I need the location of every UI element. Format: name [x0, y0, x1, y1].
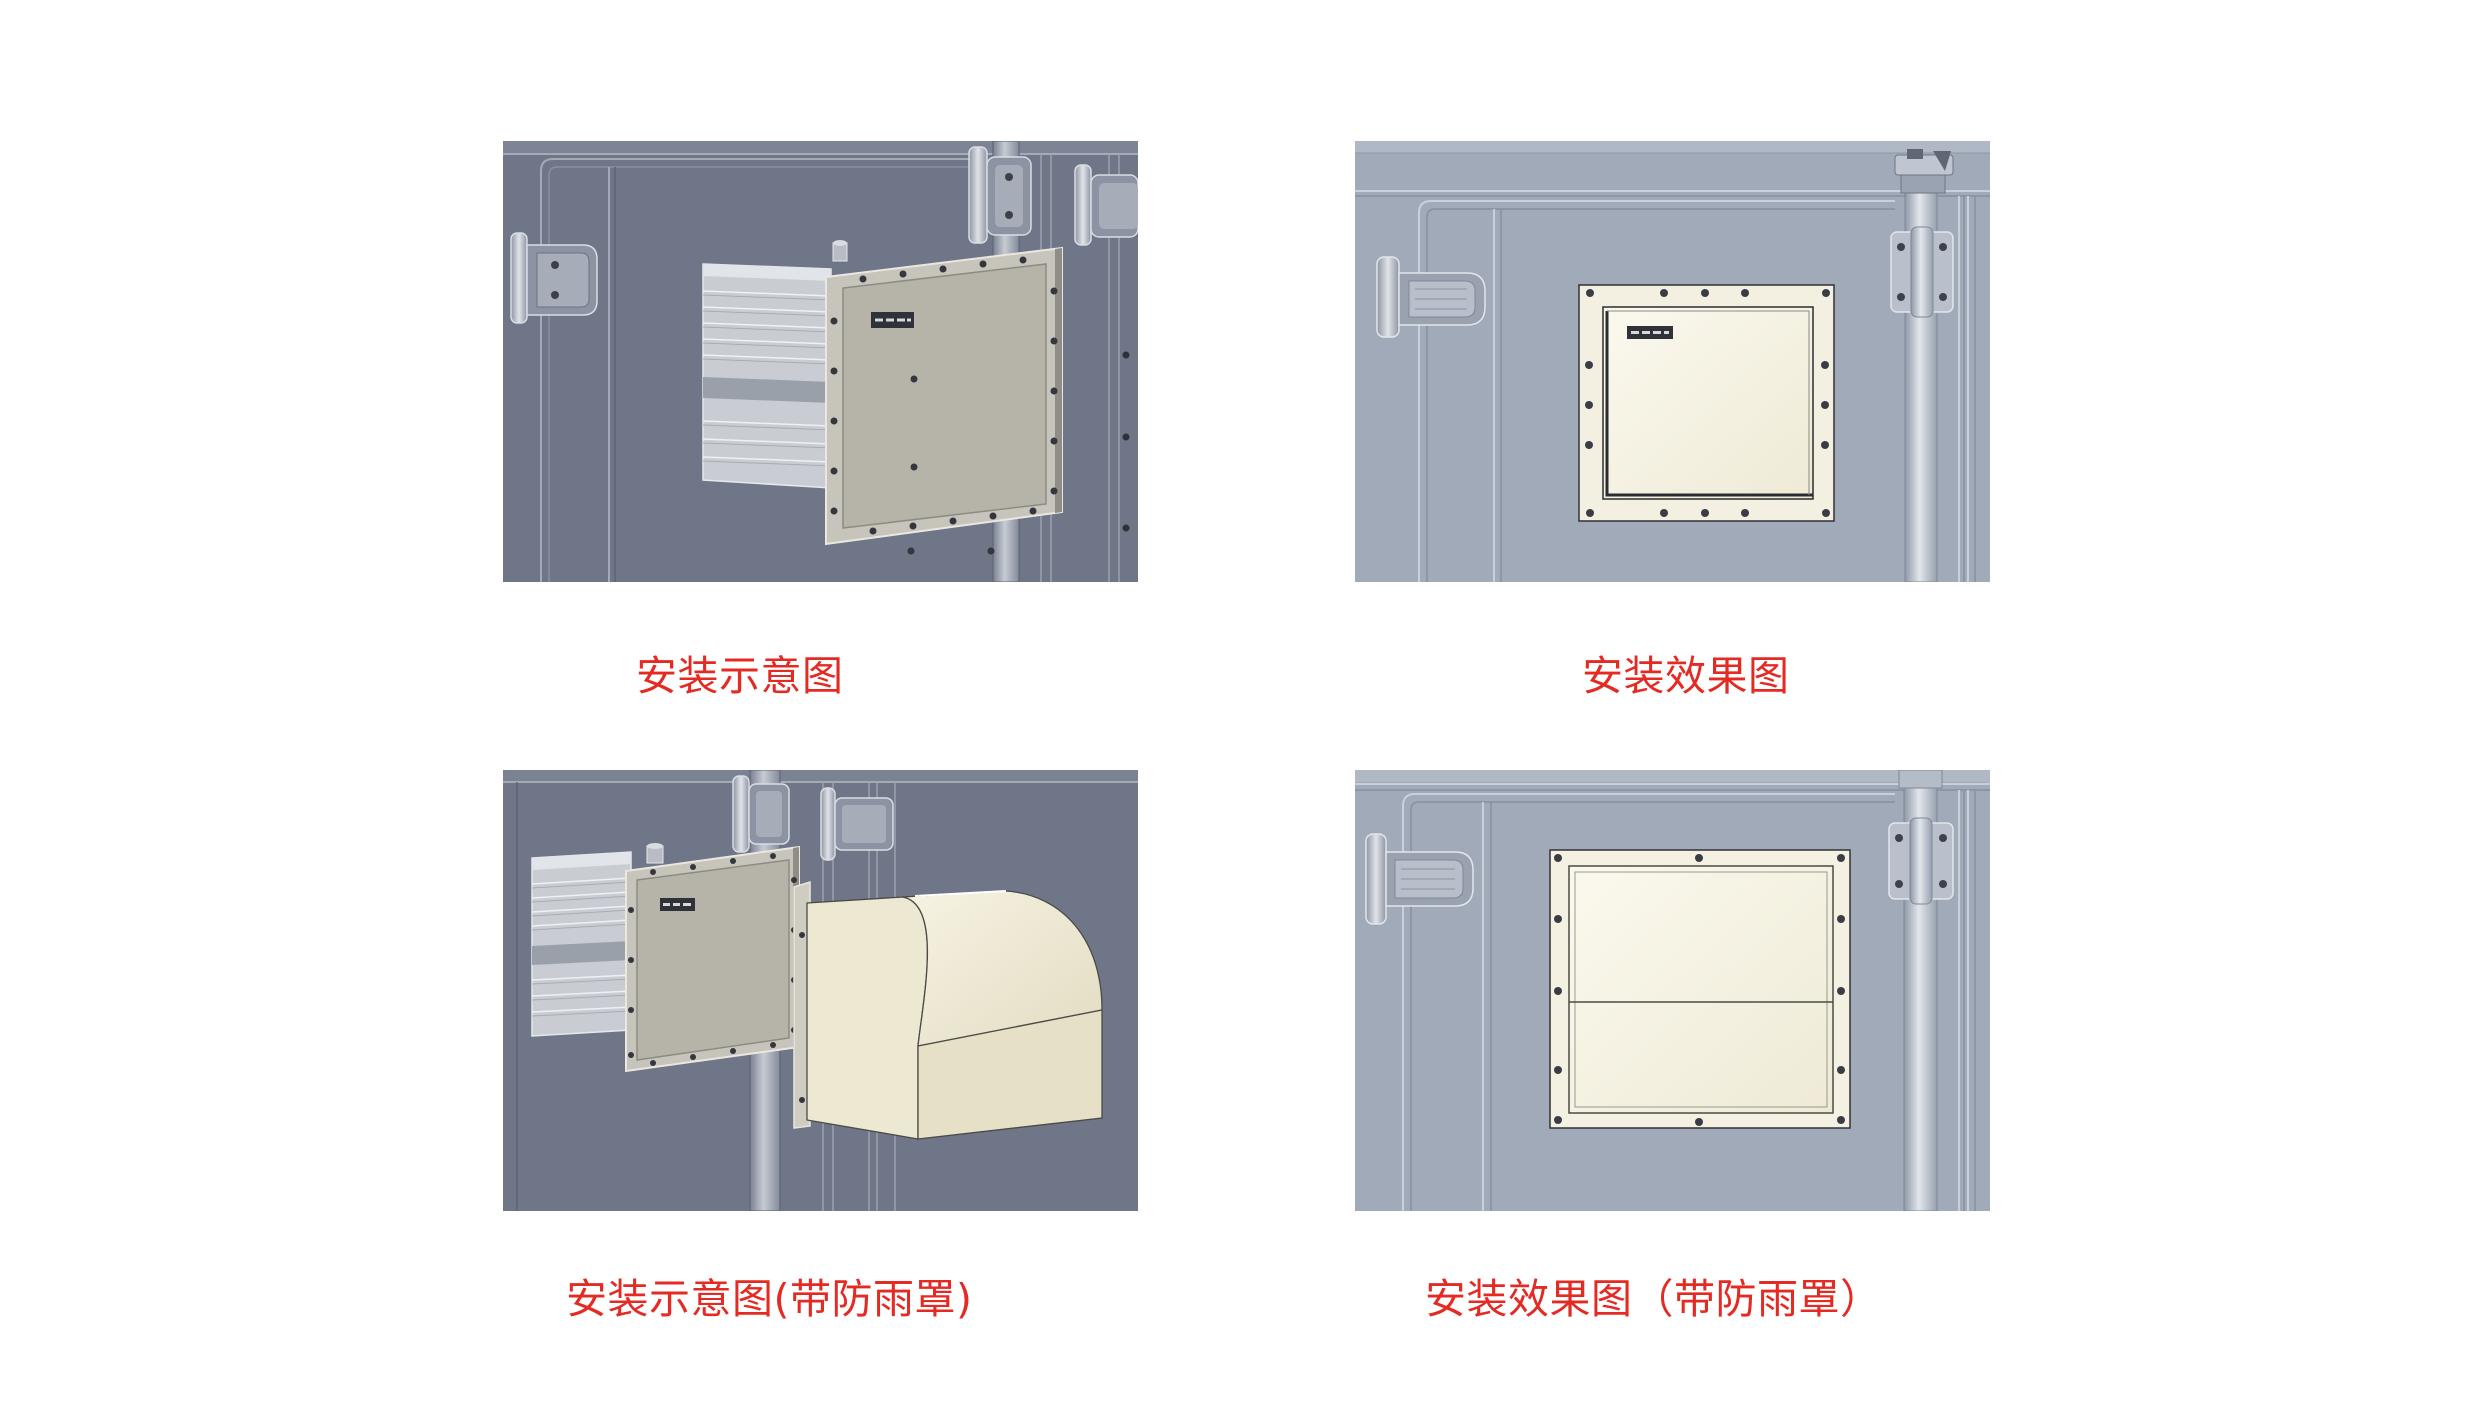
- installation-diagram-render: [503, 141, 1138, 582]
- rain-hood-flange: [793, 880, 811, 1129]
- caption-installation-effect-rain-hood: 安装效果图（带防雨罩）: [1425, 1275, 1882, 1323]
- figure-installation-diagram-rain-hood: [503, 770, 1138, 1211]
- vent-cover-frame: [1578, 284, 1835, 522]
- nameplate-logo: [1627, 326, 1673, 339]
- pole-hinge: [968, 146, 1032, 244]
- vent-cover-plate: [825, 246, 1063, 546]
- figure-installation-effect: [1355, 141, 1990, 582]
- vent-duct-body: [702, 263, 832, 489]
- caption-installation-diagram: 安装示意图: [636, 652, 844, 700]
- installation-diagram-rain-hood-render: [503, 770, 1138, 1211]
- duct-fitting: [646, 843, 664, 864]
- left-door-hinge: [1376, 256, 1486, 338]
- rain-hood: [806, 890, 1103, 1140]
- caption-installation-effect: 安装效果图: [1582, 652, 1790, 700]
- right-door-hinge: [820, 787, 894, 861]
- figure-installation-diagram: [503, 141, 1138, 582]
- pole-top-bracket: [1894, 149, 1954, 194]
- nameplate-logo: [871, 312, 914, 328]
- installation-effect-render: [1355, 141, 1990, 582]
- mounting-bolts: [830, 256, 1058, 555]
- duct-fitting: [832, 240, 848, 262]
- mounting-bolts: [1554, 854, 1845, 1126]
- vent-duct-body: [531, 851, 632, 1037]
- pole-hinge: [1890, 226, 1954, 318]
- left-door-hinge: [510, 232, 598, 324]
- caption-installation-diagram-rain-hood: 安装示意图(带防雨罩): [566, 1275, 973, 1323]
- mounting-bolts: [1585, 289, 1830, 517]
- nameplate-logo: [660, 898, 695, 911]
- right-door-hinge: [1074, 164, 1138, 246]
- figure-installation-effect-rain-hood: [1355, 770, 1990, 1211]
- door-screws: [1122, 351, 1130, 532]
- installation-effect-rain-hood-render: [1355, 770, 1990, 1211]
- rain-hood-front-frame: [1549, 849, 1851, 1129]
- vent-cover-plate: [625, 845, 800, 1073]
- pole-hinge: [732, 775, 790, 853]
- pole-hinge: [1888, 817, 1954, 905]
- left-door-hinge: [1365, 833, 1474, 925]
